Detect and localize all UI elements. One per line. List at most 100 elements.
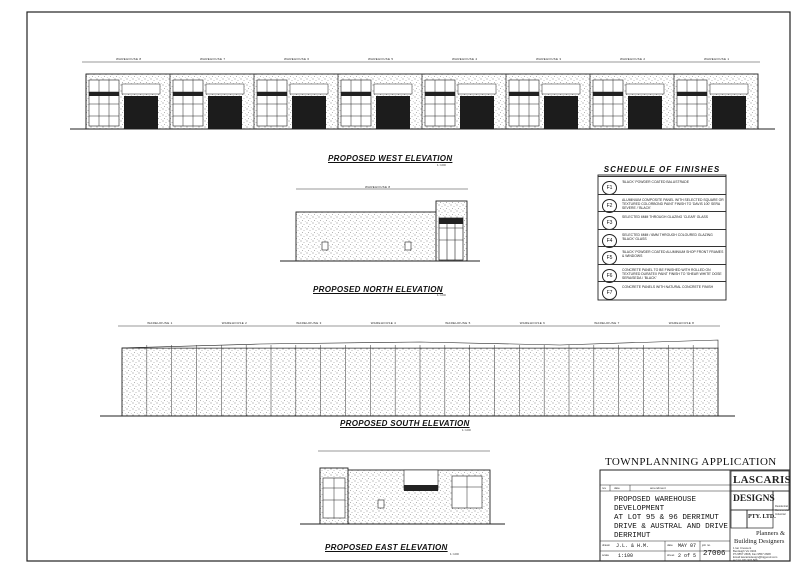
- west-warehouse-label: WAREHOUSE 1: [704, 57, 730, 61]
- firm-contact-4: Email lascarisdesign@bigpond.com: [733, 555, 778, 559]
- rev-header-rev: rev: [602, 486, 607, 490]
- firm-contact-5: A.C.N. 071 937 866: [733, 558, 758, 562]
- schedule-item: F6 CONCRETE PANEL TO BE FINISHED WITH ROL…: [598, 263, 726, 283]
- west-door-head: [709, 83, 749, 95]
- sheet-border: [26, 11, 791, 562]
- west-black-band: [257, 92, 287, 96]
- south-elevation-scale: 1:100: [462, 428, 472, 432]
- west-door-head: [289, 83, 329, 95]
- sheet-label: sheet: [667, 553, 675, 557]
- west-roller-door: [124, 96, 158, 129]
- west-roller-door: [712, 96, 746, 129]
- rev-header-amendment: amendment: [650, 486, 666, 490]
- south-warehouse-label: WAREHOUSE 7: [594, 321, 620, 325]
- south-warehouse-label: WAREHOUSE 8: [668, 321, 695, 325]
- finish-description: 'BLACK' POWDER COATED ALUMINIUM SHOP FRO…: [622, 250, 724, 259]
- west-door-head: [373, 83, 413, 95]
- west-roller-door: [292, 96, 326, 129]
- project-line-4: DRIVE & AUSTRAL AND DRIVE: [614, 523, 728, 531]
- firm-tagline-2: Building Designers: [734, 538, 785, 545]
- north-elevation-scale: 1:100: [437, 293, 447, 297]
- west-office-glazing: [88, 79, 120, 127]
- schedule-item: F3 SELECTED 6MM THROUGH GLAZING 'CLEAR' G…: [598, 211, 726, 230]
- south-elevation-title: PROPOSED SOUTH ELEVATION: [340, 419, 470, 428]
- date-label: date: [667, 543, 673, 547]
- firm-service-2: Commercial: [775, 509, 789, 512]
- north-elevation-title: PROPOSED NORTH ELEVATION: [313, 285, 443, 294]
- date-value: MAY 07: [678, 543, 697, 549]
- firm-service-3: Industrial: [775, 513, 786, 516]
- west-elevation-title: PROPOSED WEST ELEVATION: [328, 154, 453, 163]
- west-warehouse-label: WAREHOUSE 2: [620, 57, 646, 61]
- north-elevation-drawing: [280, 188, 480, 262]
- rev-header-date: date: [614, 486, 620, 490]
- schedule-item: F7 CONCRETE PANELS WITH NATURAL CONCRETE …: [598, 281, 726, 300]
- project-line-2: DEVELOPMENT: [614, 505, 665, 513]
- west-office-glazing: [424, 79, 456, 127]
- firm-service-1: Residential: [775, 505, 788, 508]
- west-warehouse-label: WAREHOUSE 5: [368, 57, 394, 61]
- sheet-value: 2 of 5: [678, 553, 697, 559]
- schedule-item: F4 SELECTED 6MM / 6MM THROUGH COLOURED GL…: [598, 228, 726, 248]
- east-elevation-title: PROPOSED EAST ELEVATION: [325, 543, 448, 552]
- finish-code: F6: [602, 268, 617, 283]
- schedule-item: F1'BLACK' POWDER COATED BALUSTRADE: [598, 176, 726, 195]
- west-elevation-drawing: [70, 61, 775, 130]
- firm-contact-2: Bentleigh Vic 3204: [733, 549, 757, 553]
- west-warehouse-label: WAREHOUSE 6: [284, 57, 310, 61]
- project-line-1: PROPOSED WAREHOUSE: [614, 496, 697, 504]
- west-door-head: [205, 83, 245, 95]
- west-black-band: [677, 92, 707, 96]
- west-roller-door: [376, 96, 410, 129]
- firm-contact-3: Ph 9557 2668, Fax 9557 2668: [733, 552, 771, 556]
- schedule-box: [597, 174, 727, 301]
- west-door-head: [457, 83, 497, 95]
- scale-label: scale: [602, 553, 610, 557]
- west-black-band: [89, 92, 119, 96]
- south-warehouse-label: WAREHOUSE 1: [147, 321, 173, 325]
- schedule-title: SCHEDULE OF FINISHES: [603, 165, 721, 174]
- firm-name-bottom: DESIGNS: [733, 494, 775, 504]
- finish-description: CONCRETE PANEL TO BE FINISHED WITH ROLLE…: [622, 267, 722, 280]
- firm-pty: PTY. LTD.: [748, 514, 776, 520]
- finish-description: ALUMINIUM COMPOSITE PANEL WITH SELECTED …: [622, 197, 724, 210]
- firm-tagline-1: Planners &: [756, 530, 786, 537]
- west-office-glazing: [592, 79, 624, 127]
- south-warehouse-label: WAREHOUSE 3: [296, 321, 322, 325]
- west-office-glazing: [256, 79, 288, 127]
- west-black-band: [341, 92, 371, 96]
- finish-code: F1: [602, 181, 617, 195]
- south-warehouse-label: WAREHOUSE 2: [221, 321, 248, 325]
- west-office-glazing: [172, 79, 204, 127]
- scale-value: 1:100: [618, 553, 634, 559]
- west-black-band: [593, 92, 623, 96]
- west-warehouse-label: WAREHOUSE 4: [452, 57, 478, 61]
- finish-code: F4: [602, 233, 617, 248]
- project-line-3: AT LOT 95 & 96 DERRIMUT: [614, 514, 719, 522]
- west-warehouse-label: WAREHOUSE 7: [200, 57, 226, 61]
- job-value: 27006: [703, 550, 726, 558]
- south-elevation-drawing: [100, 325, 735, 417]
- west-roller-door: [544, 96, 578, 129]
- west-door-head: [121, 83, 161, 95]
- firm-contact-1: 1 Ian Crescent: [733, 546, 752, 550]
- east-elevation-drawing: [300, 450, 505, 525]
- west-office-glazing: [340, 79, 372, 127]
- west-door-head: [625, 83, 665, 95]
- project-line-5: DERRIMUT: [614, 532, 651, 540]
- title-block-frame: [599, 469, 791, 562]
- finish-description: CONCRETE PANELS WITH NATURAL CONCRETE FI…: [622, 285, 714, 289]
- finish-code: F2: [602, 198, 617, 213]
- schedule-item: F5'BLACK' POWDER COATED ALUMINIUM SHOP F…: [598, 246, 726, 265]
- finish-description: SELECTED 6MM THROUGH GLAZING 'CLEAR' GLA…: [622, 215, 709, 219]
- south-warehouse-label: WAREHOUSE 5: [445, 321, 471, 325]
- west-elevation-scale: 1:100: [437, 163, 447, 167]
- west-black-band: [173, 92, 203, 96]
- finish-code: F7: [602, 286, 617, 300]
- west-door-head: [541, 83, 581, 95]
- firm-name-top: LASCARIS: [733, 474, 792, 486]
- west-warehouse-label: WAREHOUSE 3: [536, 57, 562, 61]
- finish-description: SELECTED 6MM / 6MM THROUGH COLOURED GLAZ…: [622, 232, 713, 241]
- finish-code: F3: [602, 216, 617, 230]
